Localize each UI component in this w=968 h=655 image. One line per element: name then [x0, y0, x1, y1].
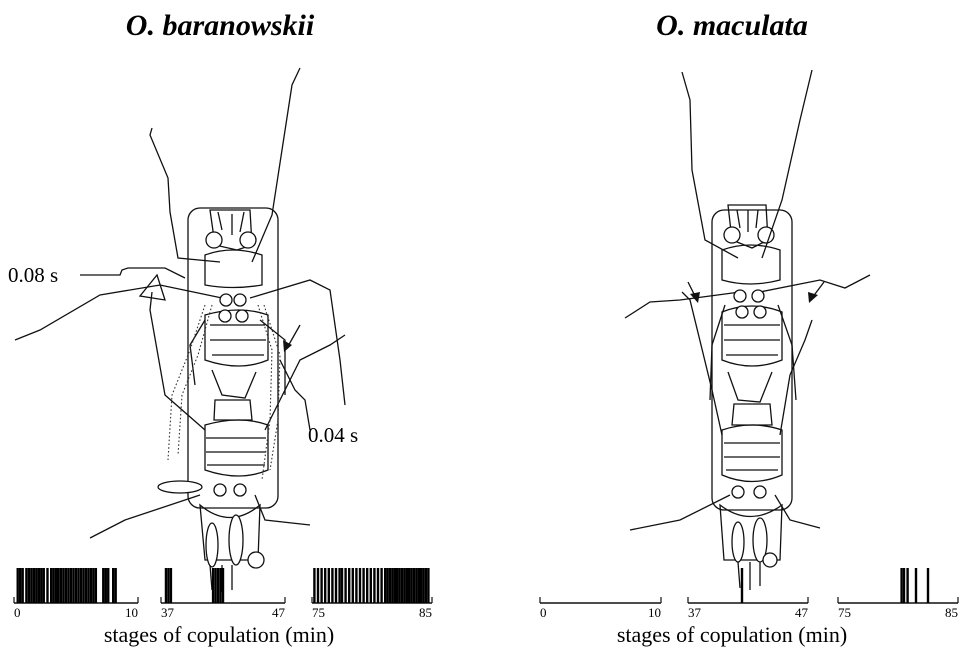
tick-label: 37	[161, 605, 175, 620]
insect-drawing	[625, 70, 870, 590]
callout-label-lower: 0.04 s	[308, 423, 358, 447]
species-title: O. baranowskii	[126, 9, 315, 42]
insect-drawing	[15, 68, 345, 592]
pulse-strip: 0 10 37 47 75 85	[14, 568, 432, 620]
axis-caption: stages of copulation (min)	[104, 622, 334, 647]
tick-label: 85	[419, 605, 432, 620]
tick-label: 10	[648, 605, 661, 620]
callout-label-upper: 0.08 s	[8, 263, 58, 287]
tick-label: 85	[945, 605, 958, 620]
pulse-strip: 0 10 37 47 75 85	[540, 568, 958, 620]
tick-label: 75	[312, 605, 325, 620]
tick-label: 0	[540, 605, 547, 620]
axis-caption: stages of copulation (min)	[617, 622, 847, 647]
tick-label: 37	[688, 605, 702, 620]
species-title: O. maculata	[656, 9, 808, 42]
tick-label: 75	[838, 605, 851, 620]
tick-label: 10	[125, 605, 138, 620]
tick-label: 47	[795, 605, 809, 620]
tick-label: 47	[272, 605, 286, 620]
tick-label: 0	[14, 605, 21, 620]
panel-left: O. baranowskii	[8, 9, 432, 647]
panel-right: O. maculata	[540, 9, 958, 647]
